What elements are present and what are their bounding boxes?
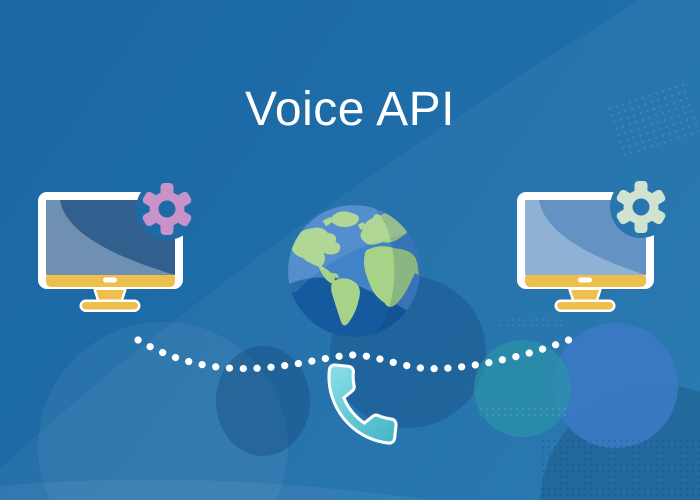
- monitor-stand: [571, 290, 599, 302]
- globe-highlight: [288, 205, 420, 293]
- monitor-indicator: [103, 277, 117, 283]
- globe-continents: [290, 211, 419, 326]
- background-circle-dark-left: [216, 346, 310, 456]
- halftone-pattern-right: [478, 406, 566, 420]
- phone-icon: [327, 363, 398, 445]
- background-circle-teal: [474, 340, 571, 437]
- halftone-pattern-mid-right: [498, 317, 564, 326]
- monitor-base: [557, 302, 613, 310]
- bottom-wave-band: [0, 479, 430, 500]
- globe-icon: [288, 205, 420, 337]
- gear-icon-pink: [142, 183, 192, 235]
- background-circle-blue-right: [553, 323, 678, 448]
- monitor-base: [82, 302, 138, 310]
- screen-glare: [525, 200, 646, 275]
- halftone-pattern-bottom-right: [540, 438, 700, 500]
- page-title: Voice API: [245, 83, 455, 136]
- monitor-indicator: [578, 277, 592, 283]
- gear-icon-green: [616, 181, 666, 233]
- monitor-stand: [96, 290, 124, 302]
- screen-glare: [46, 200, 175, 275]
